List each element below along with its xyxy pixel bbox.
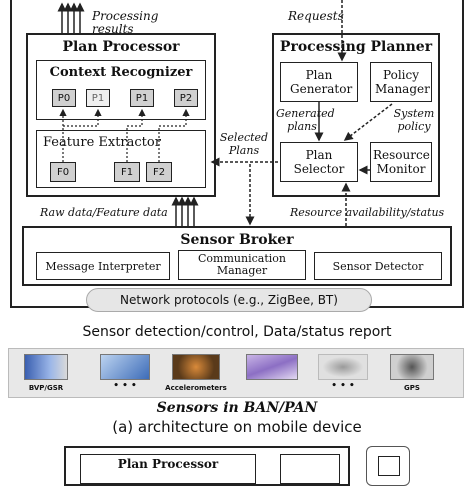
message-interpreter-box: Message Interpreter [36,252,170,280]
sensors-strip [8,348,464,398]
sensor-label-accelerometers: Accelerometers [165,384,227,392]
feature-to-context-arrows [59,108,190,162]
feature-item-f2: F2 [146,162,172,182]
system-policy-label: System policy [393,107,435,133]
sensor-detector-box: Sensor Detector [314,252,442,280]
processing-results-label: Processing results [92,9,159,36]
feature-item-f0: F0 [50,162,76,182]
policy-manager-box: Policy Manager [370,62,432,102]
feature-extractor-title: Feature Extractor [43,135,161,150]
sensor-broker-title: Sensor Broker [180,232,294,248]
sensor-device-5-image [318,354,368,380]
context-item-p1a: P1 [86,89,110,107]
resource-monitor-box: Resource Monitor [370,142,432,182]
processing-planner-title: Processing Planner [279,39,433,55]
communication-manager-label: Communication Manager [198,252,286,277]
bvp-gsr-image [24,354,68,380]
plan-processor-title: Plan Processor [62,39,180,55]
selected-plans-label: Selected Plans [219,131,269,157]
sensor-label-gps: GPS [404,384,420,392]
feature-item-f1: F1 [114,162,140,182]
communication-manager-box: Communication Manager [178,250,306,280]
plan-selector-label: Plan Selector [293,148,345,176]
network-protocols-label: Network protocols (e.g., ZigBee, BT) [120,293,338,307]
message-interpreter-label: Message Interpreter [45,259,161,273]
resource-monitor-label: Resource Monitor [373,148,430,176]
sensor-label-dots-2: • • • [331,381,355,391]
plan-generator-box: Plan Generator [280,62,358,102]
sensor-device-2-image [100,354,150,380]
gps-image [390,354,434,380]
sensor-detector-label: Sensor Detector [332,259,424,273]
requests-label: Requests [288,9,344,23]
context-item-p0: P0 [52,89,76,107]
context-recognizer-title: Context Recognizer [49,65,193,80]
raw-data-arrows [171,196,199,226]
architecture-caption: (a) architecture on mobile device [112,418,362,436]
generated-plans-label: Generated plans [276,107,335,133]
connector-layer [57,0,393,226]
context-item-p1b: P1 [130,89,154,107]
system-policy-arrow [343,103,393,141]
context-item-p2: P2 [174,89,198,107]
sensor-detection-label: Sensor detection/control, Data/status re… [82,324,392,340]
sensor-label-bvp-gsr: BVP/GSR [28,384,64,392]
bottom-plan-processor-title: Plan Processor [117,457,219,471]
accelerometers-image [172,354,220,380]
policy-manager-label: Policy Manager [375,68,430,96]
sensor-label-dots-1: • • • [113,381,137,391]
sensor-device-4-image [246,354,298,380]
sensors-caption: Sensors in BAN/PAN [156,400,318,416]
resource-status-label: Resource availability/status [290,206,445,219]
network-protocols-bar: Network protocols (e.g., ZigBee, BT) [86,288,372,312]
raw-data-label: Raw data/Feature data [40,206,168,219]
plan-selector-box: Plan Selector [280,142,358,182]
processing-results-arrows [57,2,85,33]
plan-generator-label: Plan Generator [290,68,353,96]
